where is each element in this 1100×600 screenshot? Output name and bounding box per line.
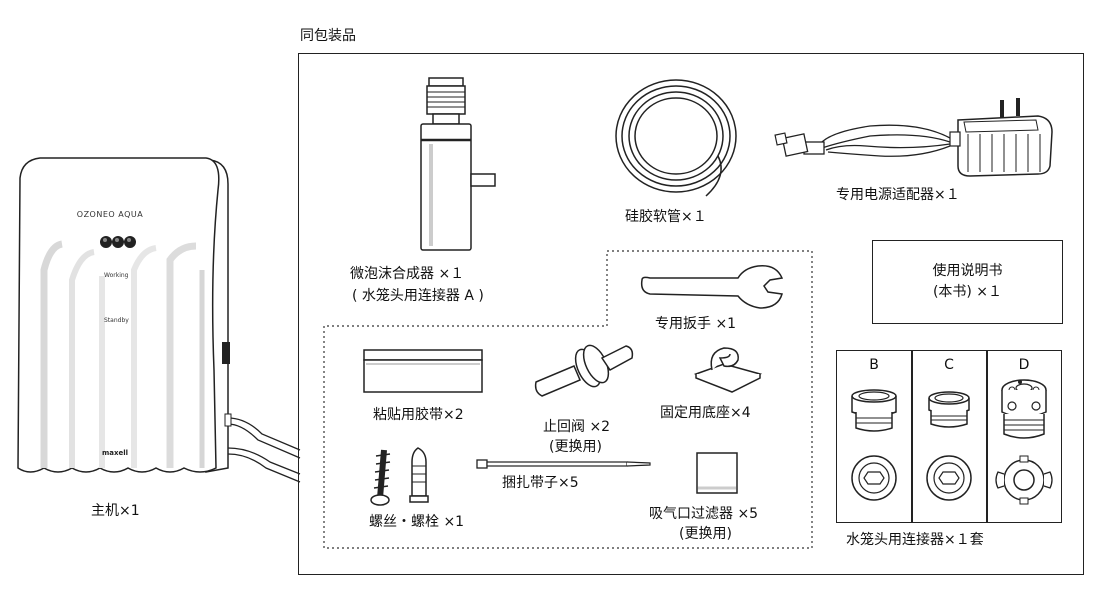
connectors-box (836, 350, 1062, 523)
connectors-divider-1 (911, 350, 913, 523)
foam-generator-label-line2: ( 水笼头用连接器 A ) (352, 288, 484, 304)
silicone-tube-illustration (615, 79, 737, 197)
check-valve-label-line1: 止回阀 ×2 (543, 419, 611, 435)
items-frame (298, 53, 1084, 575)
connector-d-illustration (995, 379, 1053, 505)
main-unit-illustration (17, 157, 301, 483)
manual-box (872, 240, 1063, 324)
intake-filter-label-line1: 吸气口过滤器 ×5 (649, 506, 759, 522)
fixing-base-illustration (693, 347, 763, 393)
connector-b-header: B (869, 357, 879, 373)
foam-generator-illustration (420, 77, 496, 251)
adhesive-tape-illustration (363, 349, 483, 393)
connector-b-illustration (851, 389, 897, 501)
wrench-illustration (640, 265, 784, 309)
cable-tie-label: 捆扎带子×5 (502, 475, 579, 491)
intake-filter-label-line2: (更换用) (679, 526, 732, 542)
check-valve-illustration (534, 344, 634, 397)
check-valve-label-line2: (更换用) (549, 439, 602, 455)
fixing-base-label: 固定用底座×4 (660, 405, 751, 421)
connector-c-header: C (944, 357, 954, 373)
intake-filter-illustration (696, 452, 738, 494)
manual-label-line1: 使用说明书 (932, 263, 1003, 279)
adhesive-tape-label: 粘贴用胶带×2 (373, 407, 464, 423)
wrench-label: 专用扳手 ×1 (655, 316, 737, 332)
cable-tie-illustration (476, 459, 651, 469)
section-title: 同包装品 (300, 28, 356, 44)
maker-logo: maxell (102, 449, 129, 457)
screws-label: 螺丝・螺栓 ×1 (369, 514, 465, 530)
silicone-tube-label: 硅胶软管×１ (625, 209, 707, 225)
screws-illustration (370, 447, 429, 506)
manual-label-line2: (本书) ×１ (932, 284, 1003, 300)
brand-logo: OZONEO AQUA (76, 210, 144, 219)
connector-c-illustration (926, 391, 972, 501)
working-indicator-label: Working (104, 272, 129, 279)
main-unit-label: 主机×1 (91, 503, 140, 519)
foam-generator-label-line1: 微泡沫合成器 ×１ (350, 266, 465, 282)
power-adapter-illustration (774, 98, 1053, 177)
connectors-divider-2 (986, 350, 988, 523)
connectors-label: 水笼头用连接器×１套 (846, 532, 984, 548)
connector-d-header: D (1018, 357, 1030, 373)
power-adapter-label: 专用电源适配器×１ (836, 187, 960, 203)
standby-indicator-label: Standby (104, 317, 129, 324)
